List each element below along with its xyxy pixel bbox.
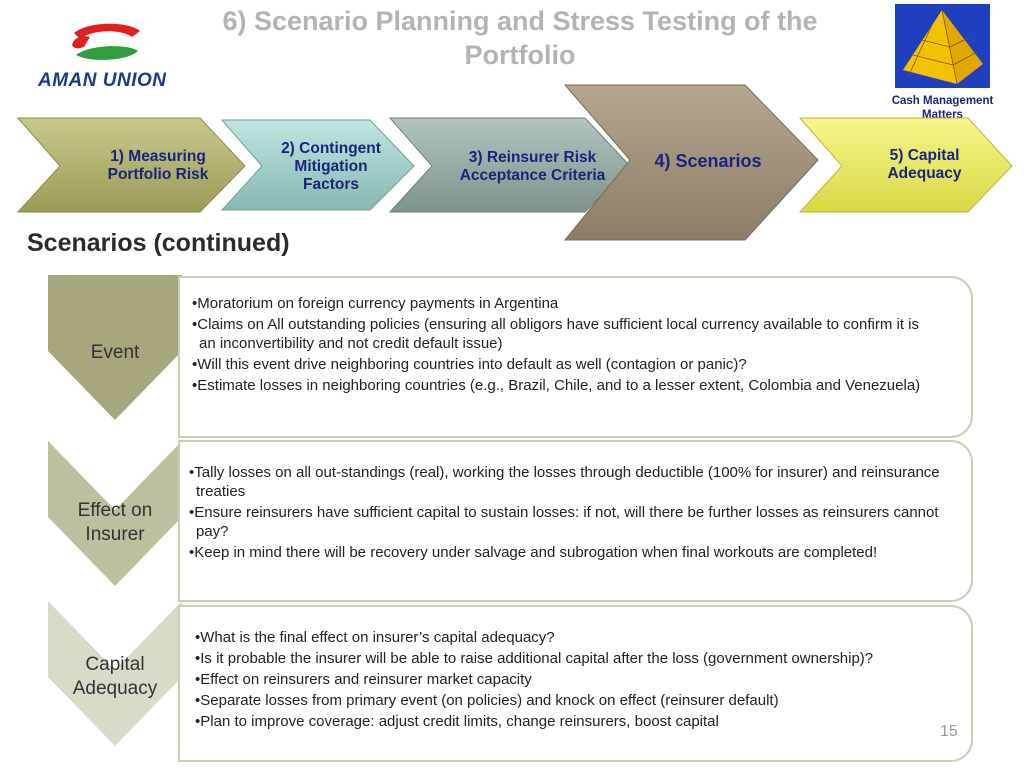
- pyramid-icon: [895, 4, 990, 88]
- chevron-step-5: [798, 117, 1013, 213]
- section-heading: Scenarios (continued): [27, 229, 290, 257]
- event-box: Moratorium on foreign currency payments …: [178, 276, 973, 438]
- section-label-capital: Capital Adequacy: [72, 654, 158, 699]
- section-label-event: Event: [90, 342, 140, 363]
- effect-box: Tally losses on all out-standings (real)…: [178, 440, 973, 602]
- step-5-label: 5) Capital Adequacy: [887, 147, 962, 182]
- bullet: What is the final effect on insurer’s ca…: [193, 628, 965, 647]
- bullet: Will this event drive neighboring countr…: [190, 355, 931, 374]
- section-marker-event: [48, 275, 182, 420]
- chevron-step-4: [563, 84, 819, 241]
- bullet: Is it probable the insurer will be able …: [193, 649, 965, 668]
- capital-box: What is the final effect on insurer’s ca…: [178, 605, 973, 762]
- bullet: Separate losses from primary event (on p…: [193, 691, 965, 710]
- step-1-label: 1) Measuring Portfolio Risk: [107, 148, 209, 183]
- step-3-label: 3) Reinsurer Risk Acceptance Criteria: [459, 149, 606, 184]
- bullet: Tally losses on all out-standings (real)…: [187, 463, 949, 501]
- chevron-step-1: [16, 117, 246, 213]
- process-chevrons: [16, 84, 1013, 241]
- section-marker-capital: [48, 601, 182, 746]
- bullet: Ensure reinsurers have sufficient capita…: [187, 503, 949, 541]
- step-4-label: 4) Scenarios: [654, 151, 762, 171]
- section-markers: [48, 275, 182, 746]
- bullet: Estimate losses in neighboring countries…: [190, 376, 931, 395]
- bullet: Keep in mind there will be recovery unde…: [187, 543, 949, 562]
- bullet: Effect on reinsurers and reinsurer marke…: [193, 670, 965, 689]
- chevron-step-2: [220, 119, 415, 211]
- logo-wordmark: AMAN UNION: [38, 70, 167, 91]
- chevron-step-3: [388, 117, 631, 213]
- section-marker-effect: [48, 441, 182, 586]
- bullet: Moratorium on foreign currency payments …: [190, 294, 931, 313]
- step-2-label: 2) Contingent Mitigation Factors: [281, 140, 381, 193]
- section-label-effect: Effect on Insurer: [77, 500, 153, 545]
- aman-union-logo-icon: [72, 23, 140, 60]
- bullet: Plan to improve coverage: adjust credit …: [193, 712, 965, 731]
- page-number: 15: [940, 723, 958, 740]
- page-title: 6) Scenario Planning and Stress Testing …: [222, 6, 818, 70]
- bullet: Claims on All outstanding policies (ensu…: [190, 315, 931, 353]
